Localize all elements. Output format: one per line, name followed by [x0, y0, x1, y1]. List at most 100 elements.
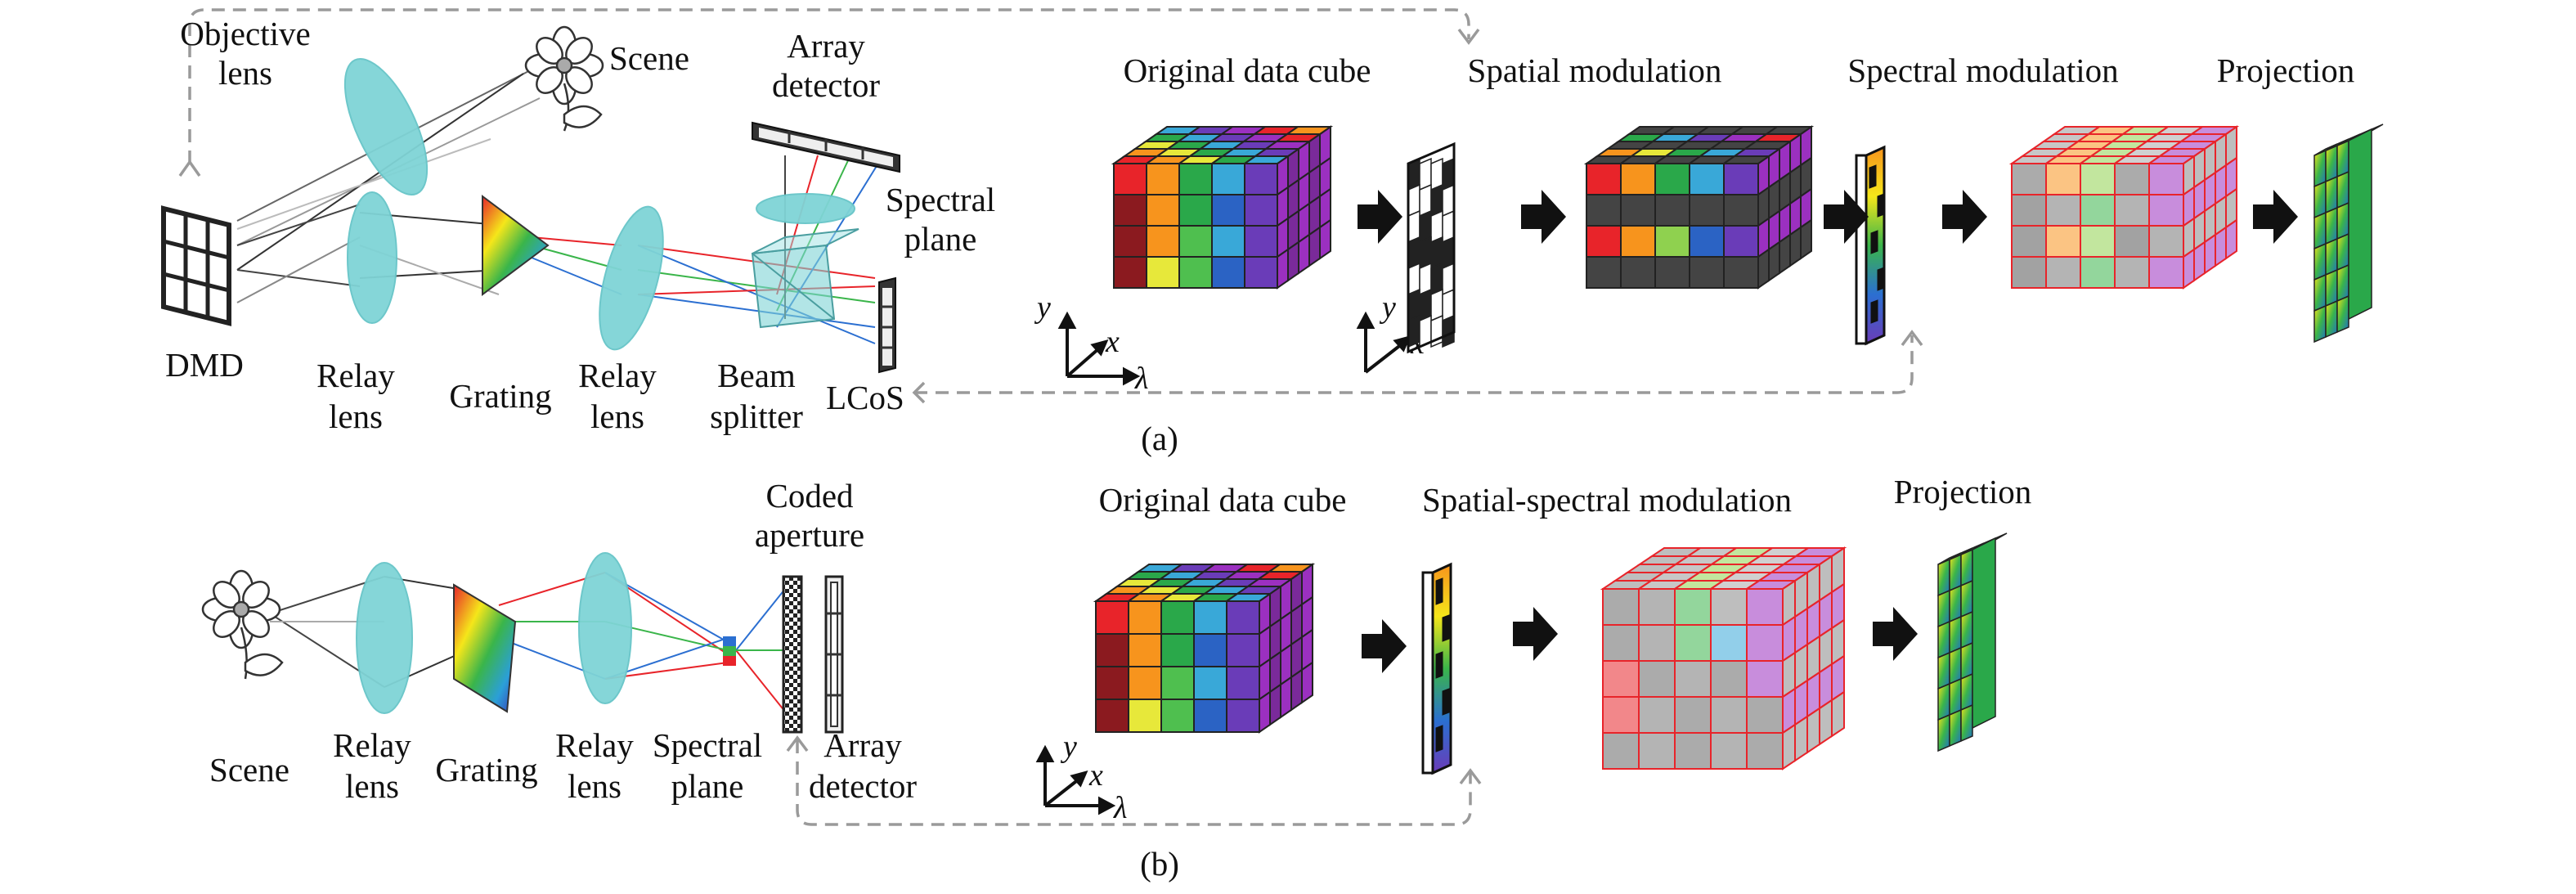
cube-front-cell	[2114, 163, 2150, 195]
projection-cell	[2313, 273, 2327, 312]
cube-side-cell	[1800, 218, 1812, 260]
scene-flower-a	[524, 25, 604, 132]
title-projection-a: Projection	[2217, 52, 2355, 89]
projection-b-cell	[1949, 553, 1962, 592]
cube-front-cell	[1244, 256, 1278, 289]
cube-front-cell	[2148, 225, 2184, 258]
cube-front-cell	[1178, 163, 1213, 195]
cube-front-cell	[1160, 699, 1195, 733]
cube-front-cell	[2114, 225, 2150, 258]
cube-front-cell	[1226, 600, 1260, 635]
projection-b-cell	[1960, 610, 1973, 649]
cube-front-cell	[1638, 732, 1676, 770]
cube-top-cell	[1763, 126, 1815, 135]
cube-front-cell	[2011, 225, 2047, 258]
cube-front-cell	[1638, 660, 1676, 698]
label-scene-b: Scene	[209, 751, 289, 788]
cube-front-cell	[2080, 163, 2116, 195]
cube-front-cell	[2148, 256, 2184, 289]
cube-front-cell	[1620, 163, 1656, 195]
label-lcos: LCoS	[826, 379, 904, 416]
cube-front-cell	[1226, 699, 1260, 733]
cube-front-cell	[1146, 194, 1180, 227]
spectral-mask-block	[1869, 164, 1877, 189]
grating-shape	[482, 195, 550, 296]
cube-front-cell	[2080, 225, 2116, 258]
axis-lambda-a: λ	[1134, 362, 1148, 396]
cube-front-cell	[1638, 624, 1676, 662]
cube-front-cell	[1095, 600, 1129, 635]
label-relay-lens-b2-1: Relay	[555, 726, 634, 764]
title-spectral-modulation: Spectral modulation	[1847, 52, 2118, 89]
projection-b-cell	[1960, 672, 1973, 712]
cube-side-cell	[2225, 218, 2237, 260]
label-array-detector-1: Array	[787, 27, 865, 65]
axis-y-a: y	[1034, 290, 1051, 325]
cube-front-cell	[1689, 194, 1725, 227]
coded-path-arrowhead-2	[1459, 768, 1482, 785]
cube-side-cell	[1280, 676, 1292, 719]
label-array-detector-b-2: detector	[809, 767, 917, 805]
axis-y-a2: y	[1379, 290, 1396, 325]
cube-front-cell	[2011, 256, 2047, 289]
flow-arrow-a2	[1521, 190, 1566, 244]
cube-front-cell	[1244, 194, 1278, 227]
lcos-control-path	[914, 335, 1914, 394]
relay-lens-b1-shape	[356, 562, 413, 714]
lcos-shape	[878, 276, 896, 374]
spatially-modulated-cube	[1583, 125, 1815, 290]
spectral-plane-b-marker	[723, 636, 736, 666]
cube-front-cell	[1602, 624, 1640, 662]
cube-front-cell	[1586, 163, 1622, 195]
original-data-cube-a	[1111, 125, 1334, 290]
cube-front-cell	[1113, 225, 1147, 258]
cube-front-cell	[1113, 163, 1147, 195]
label-beam-splitter-2: splitter	[710, 398, 803, 435]
projection-cell	[2336, 294, 2349, 334]
cube-front-cell	[2045, 163, 2081, 195]
flow-arrow-b2	[1513, 607, 1558, 661]
axis-lambda-b: λ	[1113, 791, 1127, 825]
cube-top-cell	[1266, 564, 1316, 573]
flow-arrow-a3	[1824, 190, 1869, 244]
projection-side	[2348, 128, 2372, 321]
cube-front-cell	[1602, 696, 1640, 734]
cube-front-cell	[1226, 633, 1260, 667]
label-beam-splitter-1: Beam	[717, 357, 796, 394]
cube-front-cell	[1160, 666, 1195, 700]
spectral-mask-block	[1870, 299, 1878, 324]
spatial-modulation-mask	[1407, 142, 1456, 354]
panel-a: Objective lens Scene Array detector Spec…	[161, 8, 2384, 457]
label-objective-lens-2: lens	[218, 54, 272, 92]
label-coded-aperture-1: Coded	[765, 477, 853, 514]
cube-front-cell	[2080, 194, 2116, 227]
cube-top-cell	[1793, 547, 1847, 557]
axis-x-a: x	[1105, 325, 1120, 359]
spectral-mask-edge	[1855, 154, 1868, 345]
array-detector-b-shape	[824, 575, 844, 734]
cube-front-cell	[1723, 194, 1759, 227]
cube-side-cell	[2204, 233, 2216, 275]
projection-b-cell	[1949, 708, 1962, 748]
axis-x-b: x	[1088, 758, 1103, 793]
cube-front-cell	[1723, 225, 1759, 258]
projection-a	[2313, 124, 2384, 344]
cube-front-cell	[1211, 163, 1245, 195]
projection-b-cell	[1937, 651, 1950, 690]
spectrally-modulated-cube	[2008, 125, 2240, 290]
cube-front-cell	[1746, 696, 1784, 734]
title-spatial-spectral-modulation: Spatial-spectral modulation	[1422, 481, 1792, 519]
cube-front-cell	[1710, 696, 1748, 734]
label-relay-lens-a1-2: lens	[329, 398, 383, 435]
cube-front-cell	[1710, 660, 1748, 698]
cube-front-cell	[1654, 256, 1690, 289]
projection-b-cell	[1960, 641, 1973, 681]
label-relay-lens-a2-1: Relay	[578, 357, 657, 394]
label-objective-lens-1: Objective	[180, 15, 310, 52]
ss-mask-block	[1435, 651, 1443, 679]
label-relay-lens-a2-2: lens	[590, 398, 644, 435]
axes-a2	[1356, 311, 1411, 374]
cube-front-cell	[1128, 600, 1162, 635]
projection-b-cell	[1937, 620, 1950, 659]
projection-b-cell	[1937, 682, 1950, 721]
